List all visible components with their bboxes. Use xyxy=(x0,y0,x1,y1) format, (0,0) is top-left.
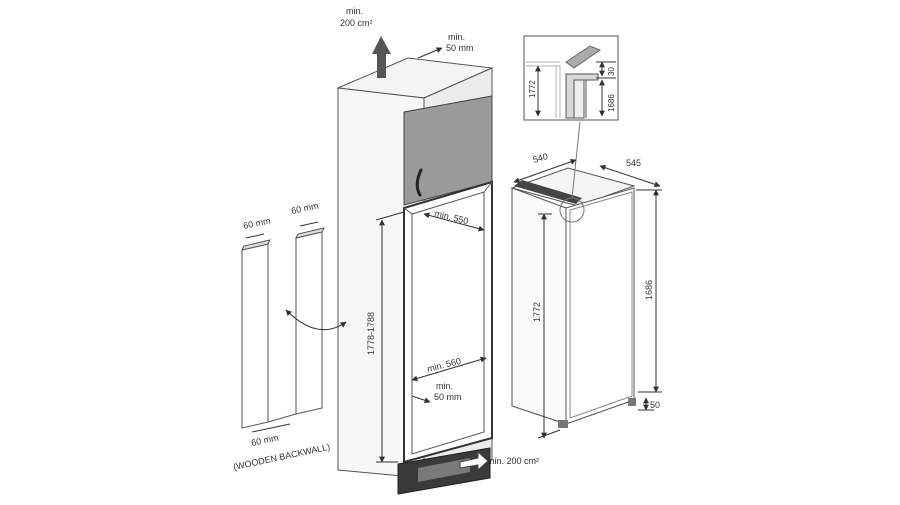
backwall-left-top-label: 60 mm xyxy=(242,215,271,231)
vent-bottom-label: min. 200 cm² xyxy=(487,456,539,466)
gap-top-label-2: 50 mm xyxy=(446,43,474,53)
backwall-panels xyxy=(241,221,347,433)
vent-top-label-1: min. xyxy=(346,6,363,16)
niche-height-label: 1778-1788 xyxy=(366,312,376,355)
dim-line-depth xyxy=(599,164,661,188)
dim-line-niche-bottom xyxy=(411,356,487,382)
dim-line-niche-top xyxy=(423,212,485,232)
detail-inset xyxy=(523,35,619,121)
detail-1772-label: 1772 xyxy=(528,80,537,98)
backwall-right-top-label: 60 mm xyxy=(290,200,319,216)
backwall-caption: (WOODEN BACKWALL) xyxy=(232,442,331,472)
height-right-label: 1686 xyxy=(644,280,654,300)
door-handle xyxy=(415,168,423,197)
detail-30-label: 30 xyxy=(607,67,616,76)
depth-label: 545 xyxy=(626,158,641,168)
top-vent-arrow xyxy=(372,36,391,78)
bottom-vent-arrow xyxy=(459,450,489,472)
cabinet xyxy=(336,36,494,495)
detail-1686-label: 1686 xyxy=(607,94,616,112)
backwall-right xyxy=(295,231,323,415)
bottom-gap-label: 50 xyxy=(650,400,660,410)
appliance xyxy=(510,121,636,428)
backwall-left xyxy=(241,243,269,429)
backwall-bottom-label: 60 mm xyxy=(250,432,279,448)
gap-top-label-1: min. xyxy=(448,32,465,42)
gap-bottom-label-1: min. xyxy=(436,381,453,391)
width-label: 540 xyxy=(532,151,549,165)
gap-bottom-label-2: 50 mm xyxy=(434,392,462,402)
vent-top-label-2: 200 cm² xyxy=(340,18,373,28)
height-left-label: 1772 xyxy=(532,302,542,322)
backwall-pointer-arrow xyxy=(285,309,347,331)
dim-line-width xyxy=(513,158,577,184)
